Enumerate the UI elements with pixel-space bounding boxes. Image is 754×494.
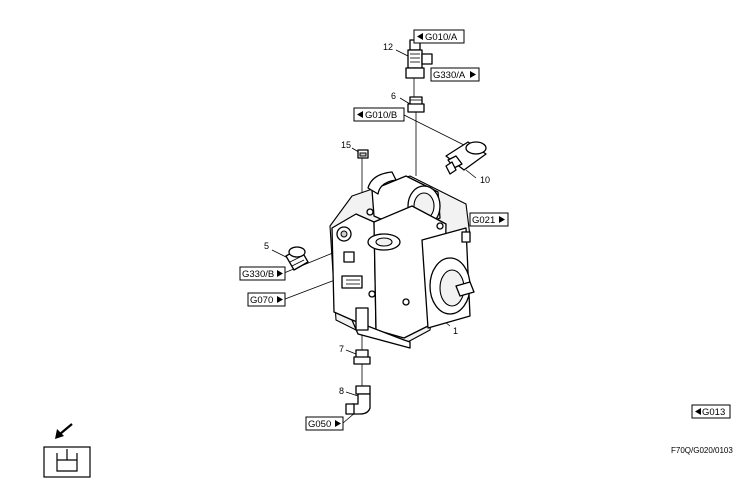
svg-text:G021: G021 bbox=[472, 215, 495, 226]
callout-1: 1 bbox=[453, 326, 458, 336]
plug-15 bbox=[357, 149, 369, 159]
elbow-8 bbox=[345, 385, 371, 415]
callout-6: 6 bbox=[391, 91, 396, 101]
ref-g021[interactable]: G021 bbox=[469, 212, 509, 227]
callout-7: 7 bbox=[339, 344, 344, 354]
pump-body-1 bbox=[329, 171, 475, 349]
fitting-10 bbox=[445, 141, 487, 175]
svg-text:G070: G070 bbox=[250, 295, 273, 306]
svg-text:G013: G013 bbox=[702, 407, 725, 418]
ref-g050[interactable]: G050 bbox=[305, 416, 344, 431]
section-icon bbox=[43, 423, 91, 478]
ref-g010b[interactable]: G010/B bbox=[353, 107, 405, 122]
svg-text:G330/B: G330/B bbox=[242, 269, 274, 280]
callout-8: 8 bbox=[339, 386, 344, 396]
svg-text:G330/A: G330/A bbox=[433, 70, 466, 81]
callout-5: 5 bbox=[264, 241, 269, 251]
ref-g330a[interactable]: G330/A bbox=[430, 67, 480, 82]
drawing-code: F70Q/G020/0103 bbox=[671, 446, 733, 455]
callout-15: 15 bbox=[341, 140, 351, 150]
ref-g010a[interactable]: G010/A bbox=[413, 29, 465, 44]
svg-text:G010/B: G010/B bbox=[365, 110, 397, 121]
ref-g070[interactable]: G070 bbox=[247, 292, 286, 307]
svg-text:G010/A: G010/A bbox=[425, 32, 458, 43]
ref-g330b[interactable]: G330/B bbox=[239, 266, 286, 281]
plug-5 bbox=[285, 246, 309, 271]
nipple-6 bbox=[407, 96, 425, 113]
tee-fitting-12 bbox=[405, 39, 433, 79]
ref-g013[interactable]: G013 bbox=[691, 404, 731, 419]
callout-12: 12 bbox=[383, 42, 393, 52]
callout-numbers: 12 6 15 10 5 1 7 8 bbox=[264, 42, 490, 396]
nipple-7 bbox=[353, 349, 371, 365]
svg-text:G050: G050 bbox=[308, 419, 331, 430]
callout-10: 10 bbox=[480, 175, 490, 185]
